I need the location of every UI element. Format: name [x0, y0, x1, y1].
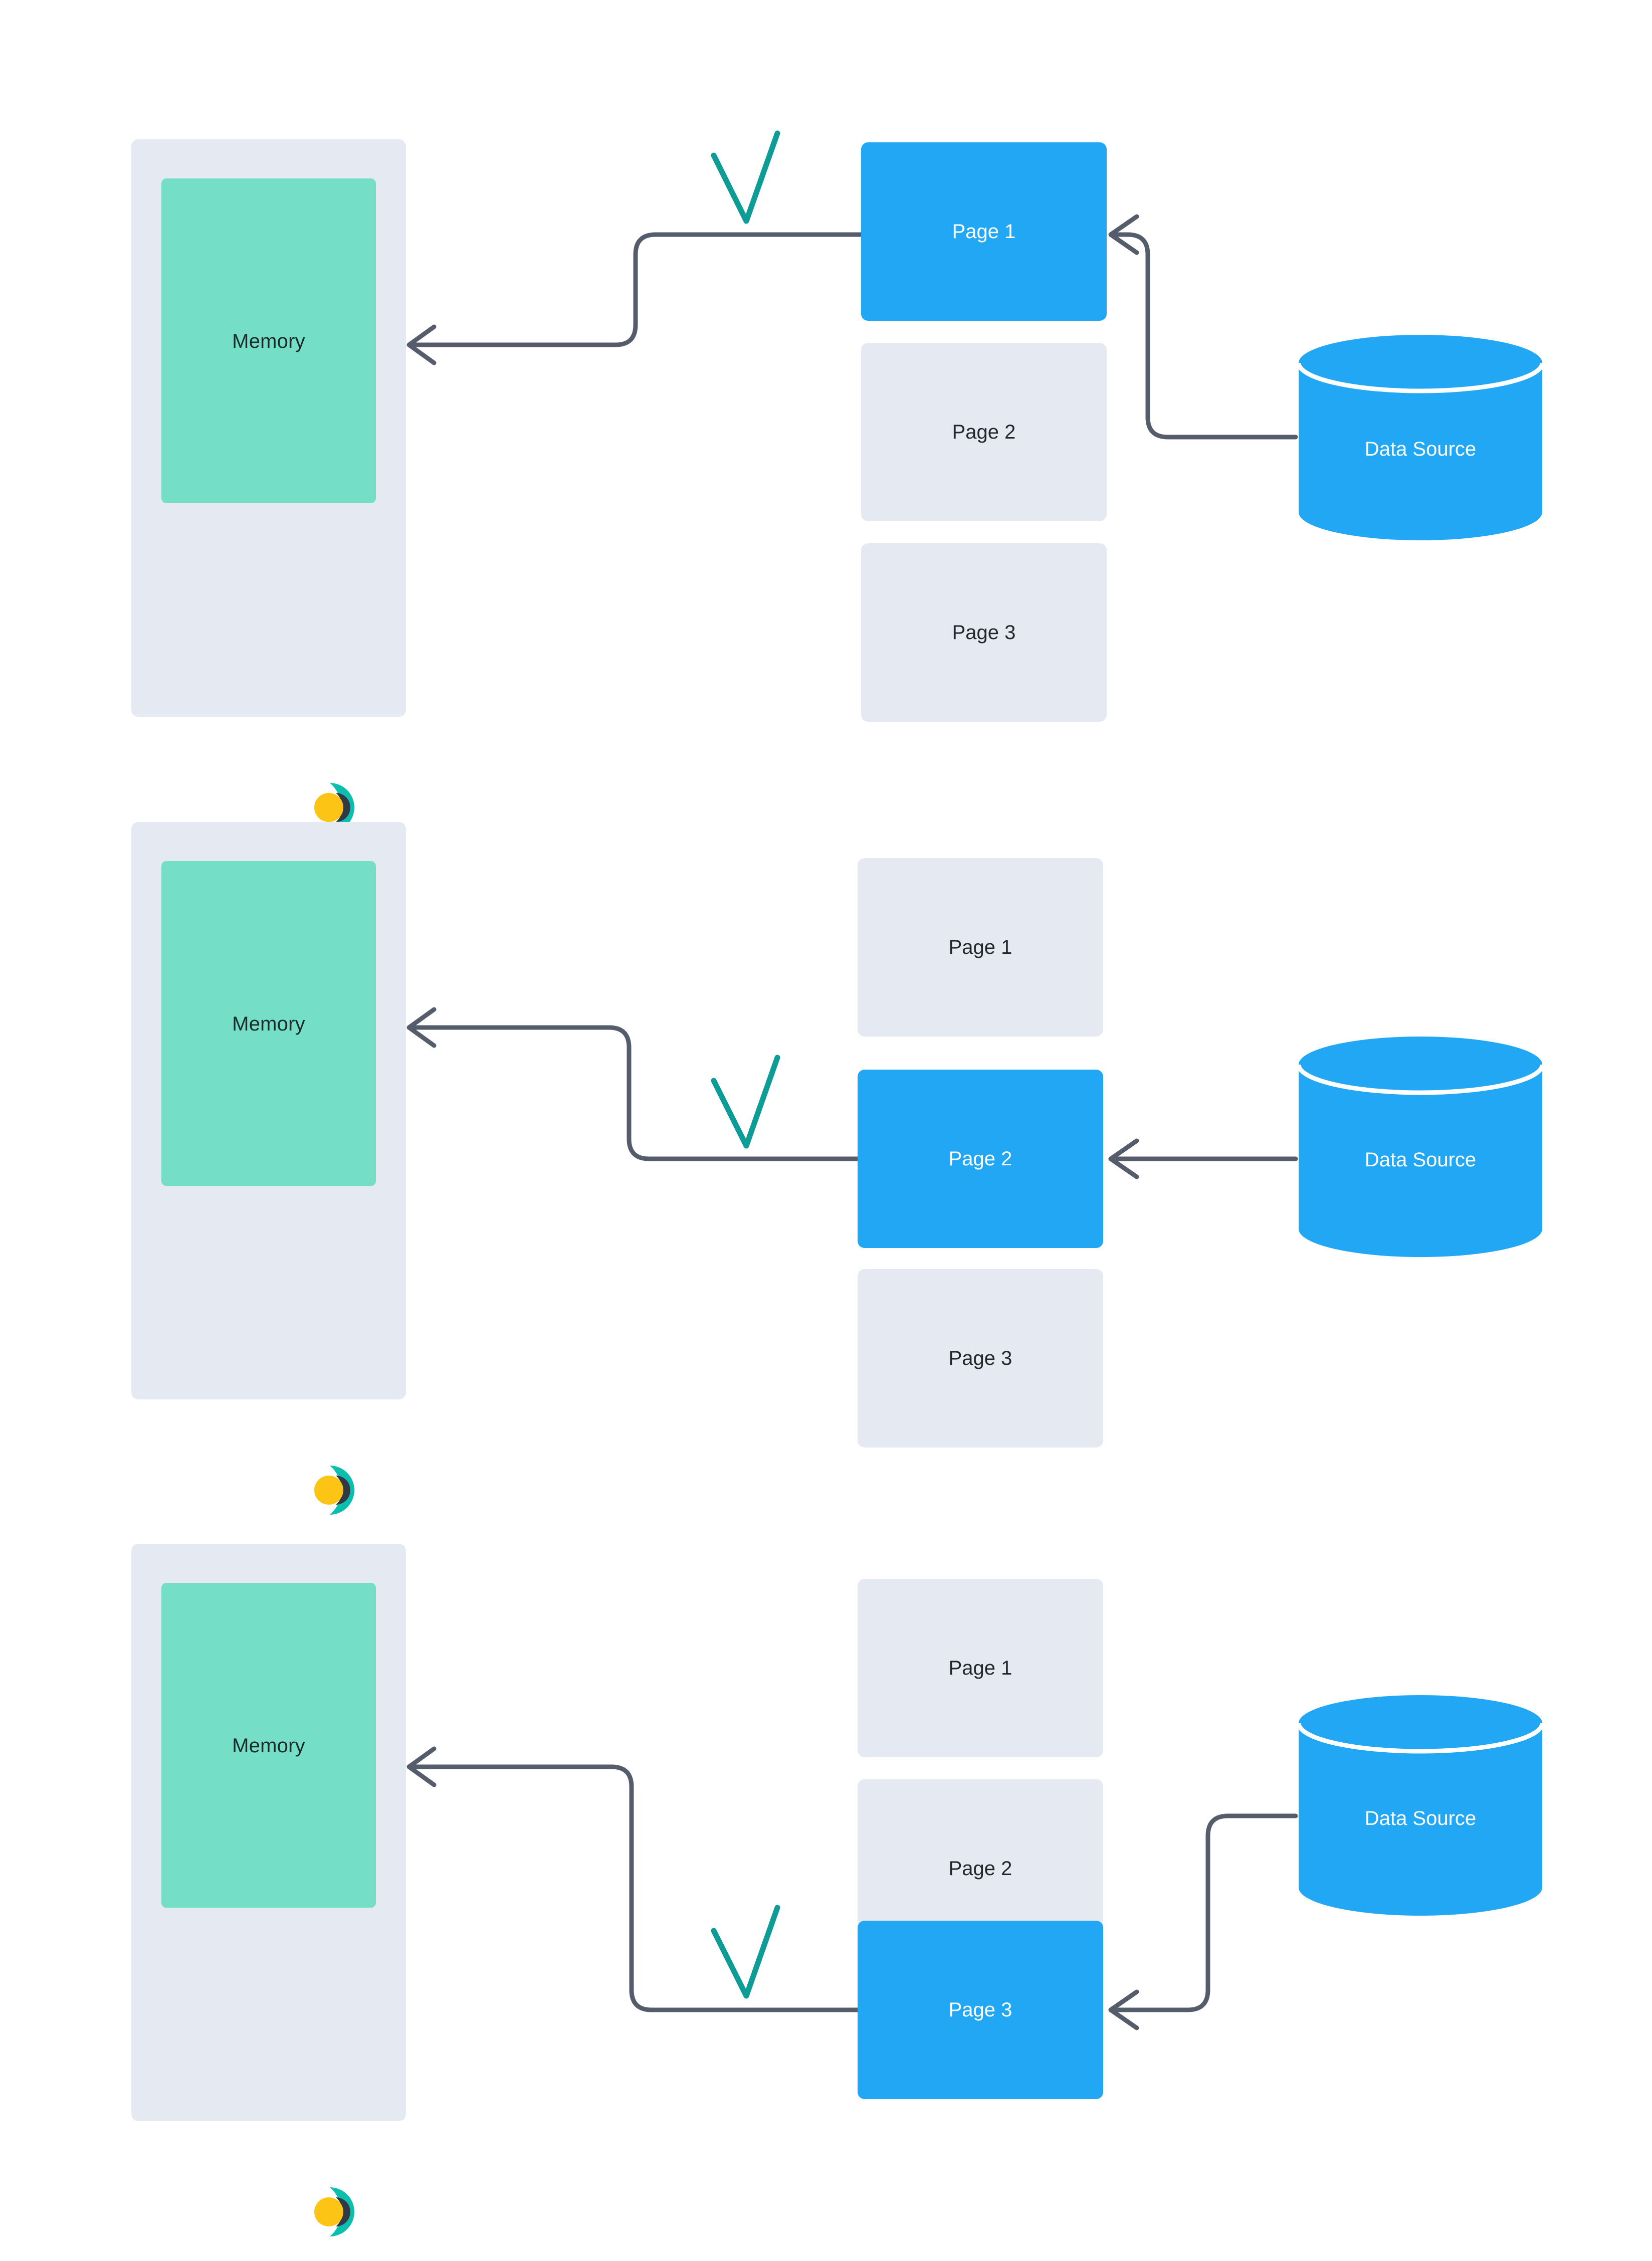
scene-panel-3: Memory Page 1 Page 2 Page 3 Data Source — [0, 1454, 1652, 2261]
memory-container: Memory — [131, 139, 406, 832]
page-label: Page 2 — [948, 1858, 1012, 1880]
checkmark-icon — [711, 1905, 780, 1999]
memory-label: Memory — [232, 330, 305, 352]
brand-logo-icon — [314, 783, 355, 832]
connector-page2-to-memory — [408, 1025, 860, 1161]
page-box-1[interactable]: Page 1 — [858, 1579, 1103, 1757]
page-label: Page 1 — [948, 936, 1012, 958]
scene-panel-2: Memory Page 1 Page 2 Page 3 Data Source — [0, 727, 1652, 1515]
arrowhead-page3 — [1108, 1989, 1139, 2030]
memory-block: Memory — [161, 861, 376, 1186]
page-box-1[interactable]: Page 1 — [861, 142, 1107, 321]
checkmark-icon — [711, 130, 780, 224]
arrowhead-page2 — [1108, 1138, 1139, 1179]
page-label: Page 1 — [952, 221, 1016, 243]
logo-yellow-dot — [314, 793, 343, 822]
page-box-3[interactable]: Page 3 — [861, 543, 1107, 722]
brand-logo-icon — [314, 2187, 355, 2236]
page-box-3[interactable]: Page 3 — [858, 1921, 1103, 2099]
page-label: Page 2 — [952, 421, 1016, 443]
cylinder-shape — [1296, 1037, 1545, 1257]
arrowhead-memory — [406, 1007, 437, 1048]
arrowhead-page1 — [1108, 214, 1139, 255]
cylinder-top — [1299, 1037, 1542, 1093]
datasource-cylinder[interactable]: Data Source — [1296, 1037, 1545, 1257]
cylinder-shape — [1296, 335, 1545, 540]
cylinder-rim — [1296, 1723, 1545, 1754]
page-label: Page 1 — [948, 1657, 1012, 1679]
cylinder-body — [1299, 1065, 1542, 1257]
connector-page3-to-memory — [408, 1764, 860, 2012]
memory-label: Memory — [232, 1735, 305, 1757]
cylinder-body — [1299, 1723, 1542, 1916]
memory-container: Memory — [131, 1544, 406, 2236]
cylinder-rim — [1296, 1064, 1545, 1095]
checkmark-icon — [711, 1055, 780, 1149]
cylinder-body — [1299, 363, 1542, 540]
memory-label: Memory — [232, 1013, 305, 1035]
memory-block: Memory — [161, 1583, 376, 1908]
page-box-1[interactable]: Page 1 — [858, 858, 1103, 1037]
logo-yellow-dot — [314, 1476, 343, 1505]
page-label: Page 3 — [948, 1999, 1012, 2021]
datasource-cylinder[interactable]: Data Source — [1296, 1695, 1545, 1916]
cylinder-top — [1299, 1695, 1542, 1751]
connector-datasource-to-page3 — [1110, 1813, 1298, 2012]
page-box-2[interactable]: Page 2 — [861, 343, 1107, 521]
datasource-cylinder[interactable]: Data Source — [1296, 335, 1545, 540]
page-box-3[interactable]: Page 3 — [858, 1269, 1103, 1448]
arrowhead-memory — [406, 324, 437, 365]
cylinder-rim — [1296, 362, 1545, 393]
page-label: Page 3 — [948, 1347, 1012, 1369]
memory-block: Memory — [161, 178, 376, 503]
page-label: Page 2 — [948, 1148, 1012, 1170]
memory-container: Memory — [131, 822, 406, 1515]
arrowhead-memory — [406, 1746, 437, 1787]
connector-datasource-to-page1 — [1110, 232, 1298, 440]
cylinder-top — [1299, 335, 1542, 391]
logo-yellow-dot — [314, 2197, 343, 2226]
page-box-2[interactable]: Page 2 — [858, 1070, 1103, 1248]
page-label: Page 3 — [952, 622, 1016, 644]
scene-panel-1: Memory Page 1 Page 2 Page 3 — [0, 0, 1652, 832]
cylinder-shape — [1296, 1695, 1545, 1916]
brand-logo-icon — [314, 1466, 355, 1515]
connector-page1-to-memory — [408, 232, 864, 347]
